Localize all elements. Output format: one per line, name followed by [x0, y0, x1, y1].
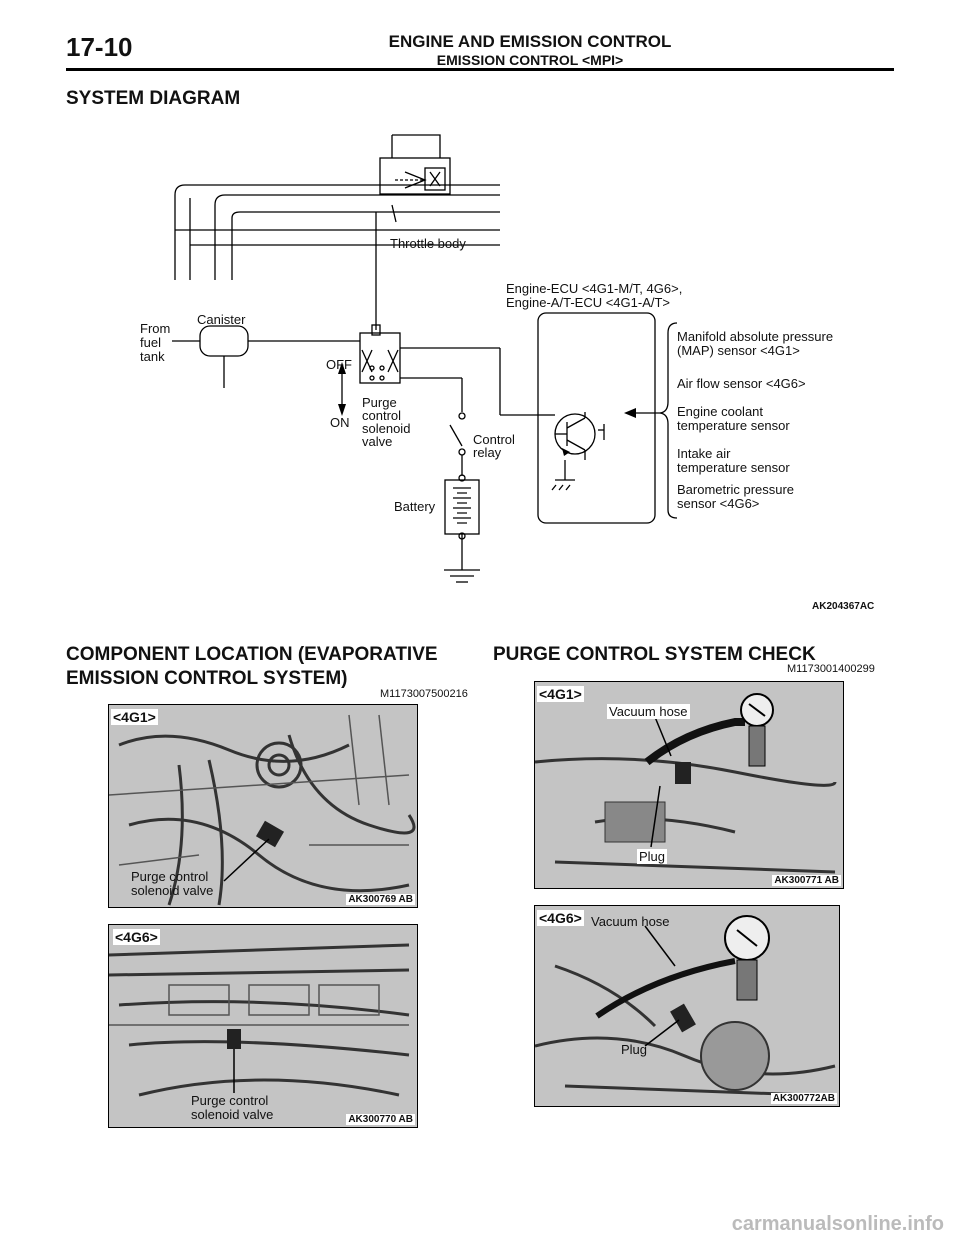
component-location-heading-1: COMPONENT LOCATION (EVAPORATIVE	[66, 644, 438, 665]
engine-photo-illustration	[535, 906, 839, 1106]
photo-code: AK300772AB	[770, 1093, 837, 1104]
page-title: ENGINE AND EMISSION CONTROL	[388, 32, 672, 51]
footer-watermark: carmanualsonline.info	[731, 1213, 944, 1235]
label-map-2: (MAP) sensor <4G1>	[677, 343, 800, 358]
photo-code: AK300771 AB	[772, 875, 841, 886]
photo-purge-check-4g6: <4G6> Vacuum hose Plug AK300772AB	[534, 905, 840, 1107]
label-ecu-line2: Engine-A/T-ECU <4G1-A/T>	[506, 295, 671, 310]
label-plug: Plug	[621, 1042, 648, 1057]
tag-4g1: <4G1>	[111, 709, 158, 725]
tag-4g6: <4G6>	[113, 929, 160, 945]
label-ecu-line1: Engine-ECU <4G1-M/T, 4G6>,	[506, 281, 683, 296]
photo-purge-valve-4g1: <4G1> Purge control solenoid valve AK300…	[108, 704, 418, 908]
label-intake-1: Intake air	[677, 446, 731, 461]
tag-4g1: <4G1>	[537, 686, 584, 702]
label-from-fuel-tank-3: tank	[140, 349, 165, 364]
system-diagram	[172, 134, 678, 583]
label-purge-2: control	[362, 408, 402, 423]
component-location-heading-2: EMISSION CONTROL SYSTEM)	[66, 668, 348, 689]
tag-4g6: <4G6>	[537, 910, 584, 926]
figure-code-system-diagram: AK204367AC	[812, 601, 875, 612]
label-coolant-2: temperature sensor	[677, 418, 790, 433]
label-baro-2: sensor <4G6>	[677, 496, 760, 511]
photo-purge-valve-4g6: <4G6> Purge control solenoid valve AK300…	[108, 924, 418, 1128]
purge-check-heading: PURGE CONTROL SYSTEM CHECK	[493, 644, 816, 665]
label-purge-valve-1: Purge control	[191, 1093, 269, 1108]
component-location-code: M1173007500216	[380, 688, 468, 700]
label-on: ON	[330, 415, 350, 430]
label-canister: Canister	[197, 312, 246, 327]
label-baro-1: Barometric pressure	[677, 482, 795, 497]
label-control-relay-1: Control	[473, 432, 515, 447]
label-intake-2: temperature sensor	[677, 460, 790, 475]
label-coolant-1: Engine coolant	[677, 404, 764, 419]
label-control-relay-2: relay	[473, 445, 502, 460]
photo-code: AK300770 AB	[346, 1114, 415, 1125]
label-purge-valve-1: Purge control	[131, 869, 209, 884]
system-diagram-heading: SYSTEM DIAGRAM	[66, 88, 241, 109]
page-subtitle: EMISSION CONTROL <MPI>	[436, 52, 624, 68]
label-off: OFF	[326, 357, 352, 372]
label-air-flow: Air flow sensor <4G6>	[677, 376, 806, 391]
label-purge-3: solenoid	[362, 421, 411, 436]
header-rule	[66, 68, 894, 71]
page-number: 17-10	[66, 32, 133, 62]
photo-purge-check-4g1: <4G1> Vacuum hose Plug AK300771 AB	[534, 681, 844, 889]
engine-photo-illustration	[109, 925, 417, 1127]
label-purge-1: Purge	[362, 395, 397, 410]
label-from-fuel-tank-1: From	[140, 321, 171, 336]
photo-code: AK300769 AB	[346, 894, 415, 905]
label-purge-valve-2: solenoid valve	[191, 1107, 274, 1122]
label-purge-4: valve	[362, 434, 393, 449]
label-battery: Battery	[394, 499, 436, 514]
label-purge-valve-2: solenoid valve	[131, 883, 214, 898]
label-plug: Plug	[637, 849, 668, 864]
label-from-fuel-tank-2: fuel	[140, 335, 161, 350]
label-throttle-body: Throttle body	[390, 236, 466, 251]
label-map-1: Manifold absolute pressure	[677, 329, 834, 344]
label-vacuum-hose: Vacuum hose	[591, 914, 670, 929]
purge-check-code: M1173001400299	[787, 663, 875, 675]
label-vacuum-hose: Vacuum hose	[607, 704, 690, 719]
engine-photo-illustration	[109, 705, 417, 907]
